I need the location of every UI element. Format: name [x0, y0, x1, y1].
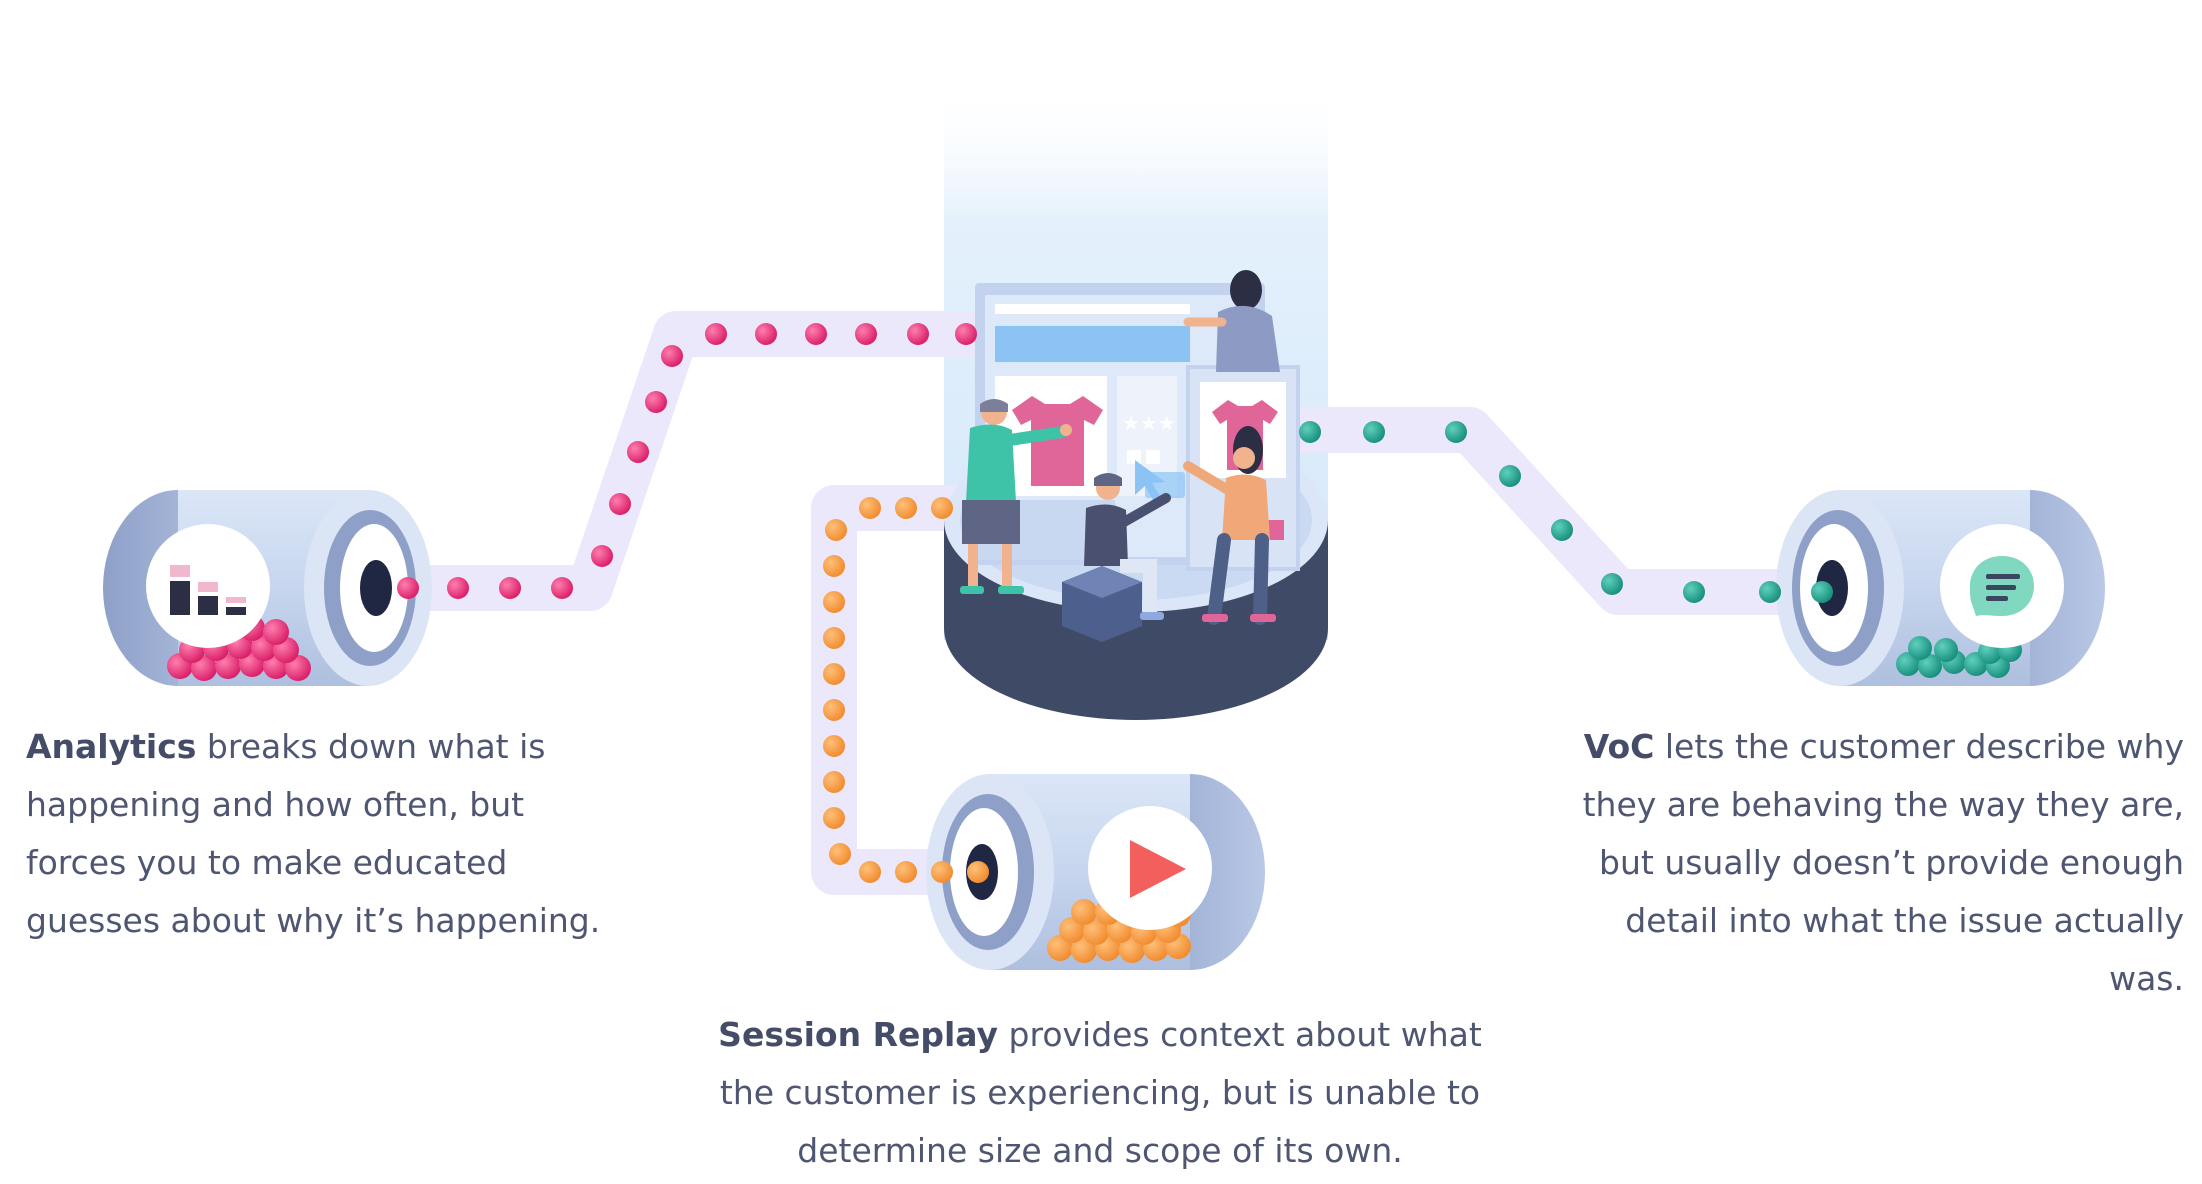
- person-left: [960, 399, 1072, 594]
- voc-dots: [1299, 421, 1833, 603]
- person-top-right: [1183, 270, 1280, 372]
- analytics-caption-title: Analytics: [26, 727, 197, 766]
- analytics-caption-body: breaks down what is happening and how of…: [26, 727, 601, 940]
- session-replay-caption-title: Session Replay: [718, 1015, 999, 1054]
- analytics-cylinder: [103, 490, 432, 686]
- replay-dots: [823, 497, 989, 883]
- person-right: [1183, 426, 1276, 625]
- session-replay-caption: Session Replay provides context about wh…: [700, 1006, 1500, 1180]
- play-icon: [1130, 840, 1186, 898]
- analytics-caption: Analytics breaks down what is happening …: [26, 718, 626, 950]
- voc-caption: VoC lets the customer describe why they …: [1570, 718, 2184, 1008]
- teal-balls-pile: [1896, 636, 2022, 678]
- replay-cylinder: [926, 774, 1265, 970]
- bar-chart-icon: [170, 565, 246, 615]
- voc-track: [1277, 407, 1863, 615]
- chat-bubble-icon: [1970, 556, 2034, 616]
- person-sitting: [1062, 473, 1171, 642]
- analytics-track: [347, 311, 1013, 611]
- session-replay-caption-body: provides context about what the customer…: [719, 1015, 1482, 1170]
- voc-caption-body: lets the customer describe why they are …: [1582, 727, 2184, 998]
- voc-cylinder: [1776, 490, 2105, 686]
- analytics-dots: [397, 323, 977, 599]
- svg-text:★★★: ★★★: [1122, 411, 1176, 435]
- voc-caption-title: VoC: [1583, 727, 1655, 766]
